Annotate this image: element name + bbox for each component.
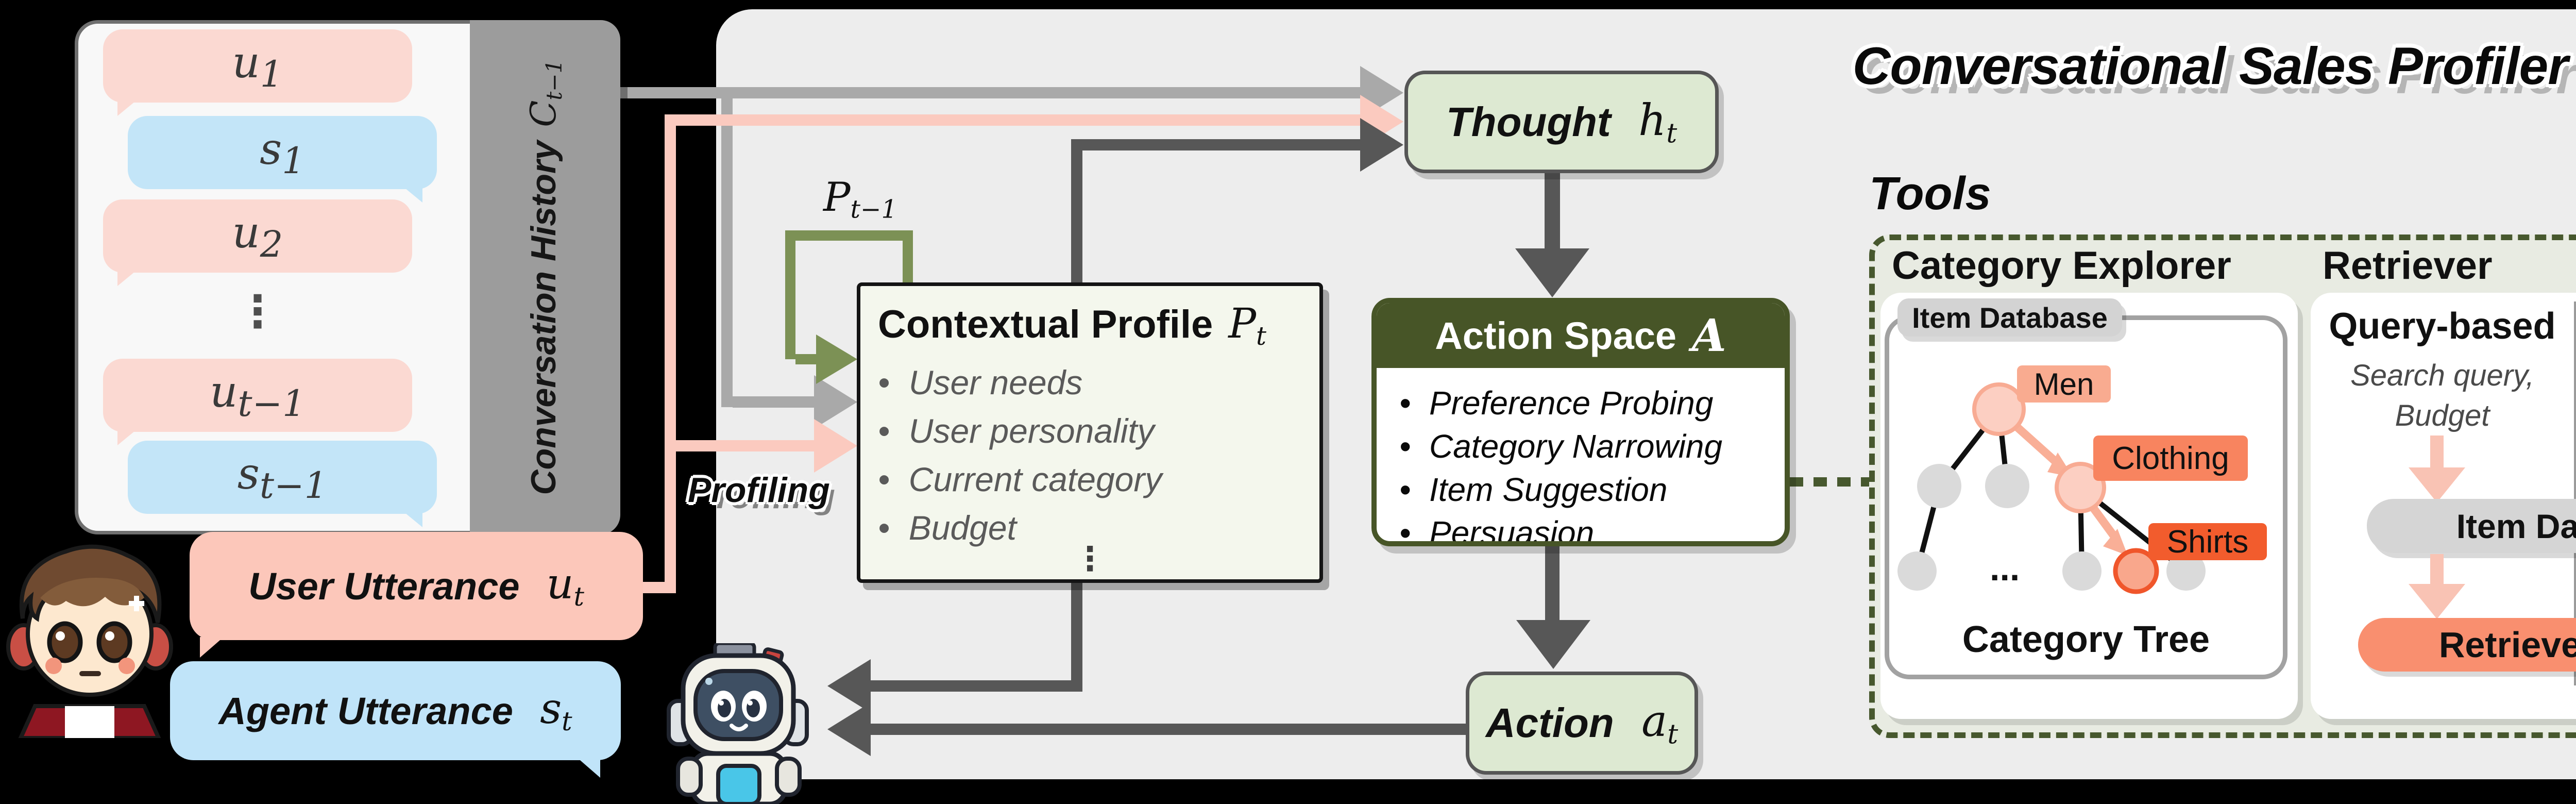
history-bubble-ut1: ut−1 (103, 359, 412, 445)
profile-ellipsis: ⋮ (1073, 540, 1107, 578)
conversation-history-symbol: Ct−1 (523, 59, 567, 127)
arrow-user-to-profile-head (814, 419, 857, 473)
arrow-thought-to-actionspace-line (1545, 164, 1560, 249)
loop-prev-profile-left (785, 230, 795, 359)
agent-avatar (667, 643, 809, 804)
contextual-profile-title: Contextual Profile (878, 303, 1213, 346)
action-space-bullet: • Preference Probing (1399, 384, 1714, 422)
arrow-actionspace-to-action-line (1545, 545, 1560, 620)
arrow-action-to-robot-head (827, 702, 871, 756)
arrow-thought-to-actionspace-head (1515, 248, 1589, 297)
conversation-history-title: Conversation History (524, 140, 564, 495)
action-space-box: Action Space A • Preference Probing • Ca… (1371, 298, 1790, 546)
action-box: Action at (1466, 672, 1698, 775)
query-based-title: Query-based (2329, 306, 2556, 347)
tree-node-label-shirts: Shirts (2148, 523, 2267, 560)
action-space-header: Action Space A (1377, 303, 1785, 368)
query-based-input: Search query,Budget (2350, 359, 2534, 432)
category-tree-graph (1897, 382, 2206, 594)
history-bubble-s1: s1 (128, 116, 437, 203)
tree-node-label-men: Men (2017, 365, 2111, 403)
action-space-bullet: • Item Suggestion (1399, 471, 1668, 508)
figure-title: Conversational Sales Profiler (CSI) (1852, 37, 2576, 95)
thought-box: Thought ht (1404, 71, 1719, 173)
arrow-user-elbow (642, 582, 676, 593)
history-bubble-st1: st−1 (128, 441, 437, 527)
thought-symbol: ht (1638, 94, 1677, 149)
item-database-pill-retriever: Item Database (2367, 499, 2576, 553)
arrow-history-to-thought-line (613, 87, 1361, 98)
arrow-history-to-profile-vline (721, 93, 733, 407)
arrow-action-to-robot-line (871, 724, 1466, 735)
arrow-profile-to-thought-vline (1071, 139, 1082, 286)
retrieved-items-pill: Retrieved Items (2358, 618, 2576, 672)
action-space-bullet: • Category Narrowing (1399, 428, 1723, 465)
agent-utterance-label: Agent Utterance (218, 689, 513, 732)
conversation-history-strip: Conversation History Ct−1 (470, 20, 620, 534)
category-explorer-title: Category Explorer (1892, 244, 2231, 288)
arrow-profile-to-thought-head (1360, 118, 1403, 172)
user-utterance-label: User Utterance (248, 564, 520, 608)
user-utterance-symbol: ut (546, 560, 584, 612)
history-bubble-u2: u2 (103, 199, 412, 286)
thought-label: Thought (1446, 98, 1611, 145)
query-arrow-head2 (2409, 584, 2465, 619)
query-arrow-head1 (2409, 467, 2465, 502)
action-space-bullet: • Persuasion (1399, 514, 1595, 546)
tree-node-label-clothing: Clothing (2093, 435, 2248, 481)
loop-prev-profile-right (903, 230, 913, 284)
history-bubble-u1: u1 (103, 29, 412, 116)
profiling-label: Profiling (688, 471, 830, 510)
user-avatar (6, 544, 173, 738)
retriever-title: Retriever (2323, 244, 2493, 288)
query-arrow-line2 (2430, 554, 2444, 585)
retriever-divider (2574, 301, 2576, 685)
arrow-profile-to-thought-hline (1082, 139, 1361, 150)
category-tree-caption: Category Tree (1962, 619, 2210, 660)
tools-label: Tools (1869, 168, 1991, 220)
arrow-user-vline (665, 120, 676, 593)
item-database-pill-explorer: Item Database (1897, 298, 2122, 337)
profile-bullet: • Current category (878, 460, 1162, 498)
user-utterance-bubble: User Utterance ut (190, 532, 643, 658)
action-symbol: at (1641, 696, 1679, 750)
loop-prev-profile-head (816, 334, 857, 384)
contextual-profile-box: Contextual Profile Pt • User needs • Use… (857, 282, 1323, 583)
agent-utterance-symbol: st (540, 684, 572, 737)
arrow-actionspace-to-action-head (1516, 620, 1590, 669)
arrow-profile-to-robot-vline (1071, 581, 1082, 692)
prev-profile-symbol: Pt−1 (823, 174, 897, 224)
profile-bullet: • User personality (878, 411, 1155, 450)
profile-bullet: • Budget (878, 508, 1016, 547)
loop-prev-profile-bottom (795, 354, 821, 364)
arrow-profile-to-robot-hline (871, 680, 1082, 692)
agent-utterance-bubble: Agent Utterance st (170, 661, 621, 778)
query-arrow-line1 (2430, 435, 2444, 469)
tree-ellipsis: ... (1990, 548, 2020, 588)
action-label: Action (1485, 700, 1614, 746)
arrow-user-to-profile-line (676, 440, 822, 451)
arrow-user-to-thought-line (665, 114, 1361, 126)
arrow-history-to-profile-hline (733, 396, 822, 408)
action-space-symbol: A (1692, 309, 1726, 362)
loop-prev-profile-top (785, 230, 913, 241)
contextual-profile-symbol: Pt (1228, 299, 1266, 351)
history-ellipsis: ⋮ (235, 286, 280, 338)
profile-bullet: • User needs (878, 363, 1083, 401)
dashed-actionspace-to-tools (1790, 477, 1869, 487)
